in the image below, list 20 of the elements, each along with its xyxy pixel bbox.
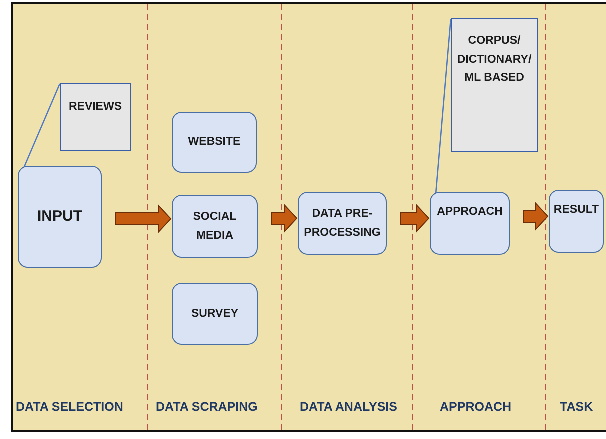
block-arrow [524, 202, 549, 231]
process-box: DATA PRE-PROCESSING [298, 192, 387, 255]
process-box: WEBSITE [172, 112, 257, 173]
leader-line [23, 84, 61, 168]
phase-label: DATA ANALYSIS [300, 400, 398, 414]
process-box: APPROACH [430, 192, 510, 255]
process-box: SOCIAL MEDIA [172, 195, 258, 258]
process-box: RESULT [549, 190, 604, 253]
callout-box: REVIEWS [60, 83, 131, 151]
process-box: SURVEY [172, 283, 258, 345]
leader-line [435, 18, 452, 194]
phase-label: TASK [560, 400, 594, 414]
phase-label: DATA SELECTION [16, 400, 124, 414]
block-arrow [116, 204, 172, 234]
callout-box: CORPUS/ DICTIONARY/ ML BASED [451, 18, 538, 152]
process-box: INPUT [18, 166, 102, 268]
phase-label: DATA SCRAPING [156, 400, 258, 414]
phase-label: APPROACH [440, 400, 512, 414]
block-arrow [272, 204, 298, 233]
block-arrow [400, 204, 430, 233]
